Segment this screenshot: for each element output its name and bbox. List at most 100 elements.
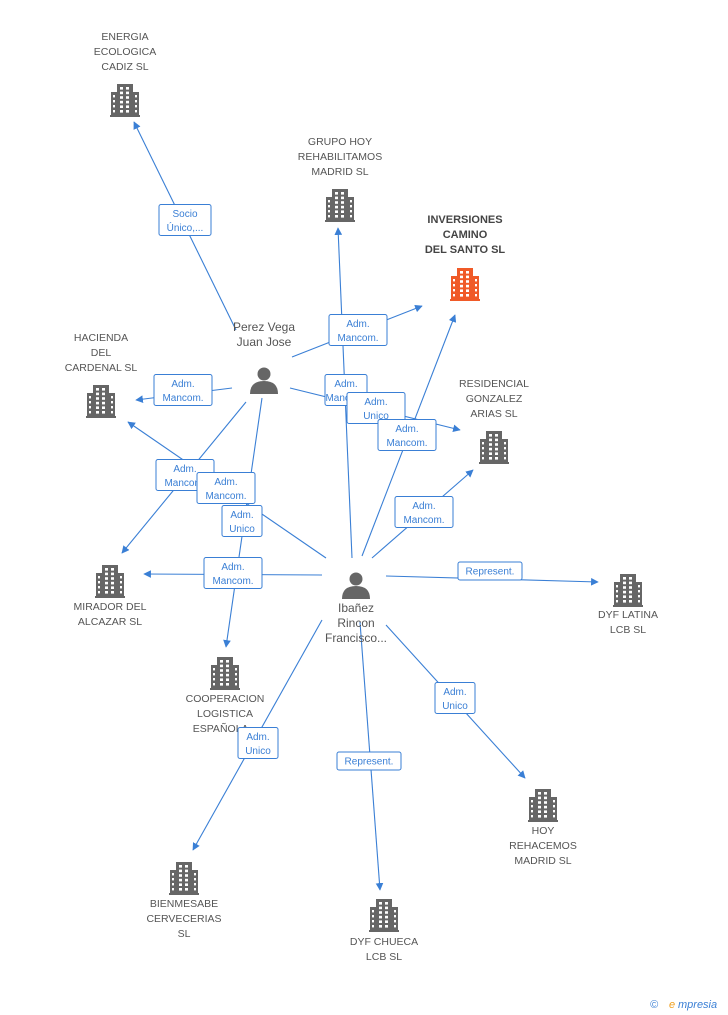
- edge-label-text: Único,...: [167, 221, 204, 234]
- person-label: Perez Vega: [233, 320, 295, 334]
- building-icon: [450, 268, 480, 301]
- edge-label-ibanez-mirador[interactable]: Adm.Mancom.: [203, 557, 263, 589]
- edge-label-ibanez-dyf-latina[interactable]: Represent.: [457, 561, 523, 581]
- edge-label-text: Mancom.: [386, 438, 427, 449]
- company-label: DEL SANTO SL: [425, 244, 506, 256]
- company-label: DEL: [91, 347, 112, 359]
- edge-label-text: Adm.: [346, 319, 369, 330]
- company-label: ARIAS SL: [470, 408, 517, 420]
- company-label: RESIDENCIAL: [459, 378, 529, 390]
- company-label: BIENMESABE: [150, 898, 218, 910]
- company-label: MADRID SL: [514, 855, 571, 867]
- company-label: ENERGIA: [101, 31, 148, 43]
- edge-label-text: Adm.: [171, 379, 194, 390]
- person-icon[interactable]: [342, 572, 370, 600]
- edge-label-text: Represent.: [345, 757, 394, 768]
- company-label: LOGISTICA: [197, 708, 253, 720]
- edge-label-text: Mancom.: [205, 491, 246, 502]
- company-label: SL: [178, 928, 191, 940]
- edge-label-text: Mancom.: [337, 333, 378, 344]
- edge-label-ibanez-hoy-rehacemos[interactable]: Adm. Unico: [434, 682, 476, 714]
- edge-label-text: Mancom.: [403, 515, 444, 526]
- person-label: Ibañez: [338, 601, 374, 615]
- company-dyf-chueca[interactable]: DYF CHUECA LCB SL: [350, 899, 418, 963]
- edge-label-ibanez-grupo-hoy[interactable]: Adm.Unico: [346, 392, 406, 424]
- company-grupo-hoy[interactable]: GRUPO HOY REHABILITAMOS MADRID SL: [298, 136, 382, 222]
- edge-label-perez-hacienda[interactable]: Adm. Mancom.: [153, 374, 213, 406]
- edge-label-text: Adm.: [214, 477, 237, 488]
- edge-label-text: Represent.: [466, 567, 515, 578]
- building-icon: [110, 84, 140, 117]
- company-inversiones[interactable]: INVERSIONES CAMINO DEL SANTO SL: [425, 214, 506, 301]
- company-label: MADRID SL: [311, 166, 368, 178]
- company-energia[interactable]: ENERGIA ECOLOGICA CADIZ SL: [94, 31, 156, 117]
- company-label: LCB SL: [610, 624, 646, 636]
- company-label: COOPERACION: [186, 693, 265, 705]
- edge-label-ibanez-residencial[interactable]: Adm. Mancom.: [394, 496, 454, 528]
- company-dyf-latina[interactable]: DYF LATINA LCB SL: [598, 574, 658, 636]
- building-icon: [325, 189, 355, 222]
- company-label: ECOLOGICA: [94, 46, 156, 58]
- edge-label-text: Mancom.: [325, 393, 366, 404]
- building-icon: [95, 565, 125, 598]
- person-label: Francisco...: [325, 631, 387, 645]
- building-icon: [369, 899, 399, 932]
- edge-label-text: Adm.: [395, 424, 418, 435]
- company-label: ALCAZAR SL: [78, 616, 142, 628]
- edge-label-perez-energia[interactable]: SocioÚnico,...: [158, 204, 212, 236]
- company-label: GONZALEZ: [466, 393, 523, 405]
- edge-label-text: Adm.: [412, 501, 435, 512]
- edge-label-text: Adm.: [246, 732, 269, 743]
- company-residencial[interactable]: RESIDENCIAL GONZALEZ ARIAS SL: [459, 378, 529, 464]
- edge-label-text: Adm.: [443, 687, 466, 698]
- edge-label-text: Adm.: [364, 397, 387, 408]
- company-hacienda[interactable]: HACIENDA DEL CARDENAL SL: [65, 332, 138, 418]
- edge-label-ibanez-inversiones[interactable]: Adm. Mancom.: [377, 419, 437, 451]
- company-label: REHACEMOS: [509, 840, 577, 852]
- edge-label-ibanez-hacienda[interactable]: Adm. Mancom.: [196, 472, 256, 504]
- edge-label-perez-inversiones[interactable]: Adm. Mancom.: [328, 314, 388, 346]
- building-icon: [613, 574, 643, 607]
- edge-label-text: Socio: [172, 209, 197, 220]
- company-label: CARDENAL SL: [65, 362, 138, 374]
- company-label: REHABILITAMOS: [298, 151, 382, 163]
- company-label: CADIZ SL: [101, 61, 148, 73]
- person-icon[interactable]: [250, 367, 278, 395]
- edge-label-text: Unico: [442, 701, 468, 712]
- building-icon: [479, 431, 509, 464]
- edge-label-ibanez-bienmesabe[interactable]: Adm. Unico: [237, 727, 279, 759]
- edge-label-ibanez-dyf-chueca[interactable]: Represent.: [336, 751, 402, 771]
- edge-label-text: Mancom.: [162, 393, 203, 404]
- copyright-icon: ©: [650, 999, 659, 1011]
- brand-name: mpresia: [678, 999, 717, 1011]
- company-label: HACIENDA: [74, 332, 128, 344]
- person-ibanez[interactable]: IbañezRinconFrancisco...: [325, 572, 387, 646]
- company-label: DYF CHUECA: [350, 936, 418, 948]
- company-label: DYF LATINA: [598, 609, 658, 621]
- building-icon: [528, 789, 558, 822]
- edge-label-perez-cooperacion[interactable]: Adm. Unico: [221, 505, 263, 537]
- company-label: LCB SL: [366, 951, 402, 963]
- building-icon: [86, 385, 116, 418]
- edge-label-text: Mancom.: [164, 478, 205, 489]
- edge-labels-layer: SocioÚnico,...Adm.Mancom.Adm.Mancom.Adm.…: [153, 204, 523, 771]
- person-label: Rincon: [337, 616, 374, 630]
- edge-label-text: Mancom.: [212, 576, 253, 587]
- company-label: CAMINO: [443, 229, 488, 241]
- edge-label-text: Unico: [245, 746, 271, 757]
- company-label: GRUPO HOY: [308, 136, 372, 148]
- brand-initial: e: [669, 999, 675, 1011]
- nodes-layer: ENERGIA ECOLOGICA CADIZ SL GRUPO HOY REHABIL…: [65, 31, 658, 963]
- edges-layer: [121, 121, 599, 891]
- edge-label-text: Unico: [229, 524, 255, 535]
- company-label: INVERSIONES: [427, 214, 502, 226]
- edge-label-text: Adm.: [230, 510, 253, 521]
- company-cooperacion[interactable]: COOPERACIONLOGISTICAESPAÑOLA...: [186, 657, 265, 735]
- edge-label-text: Adm.: [173, 464, 196, 475]
